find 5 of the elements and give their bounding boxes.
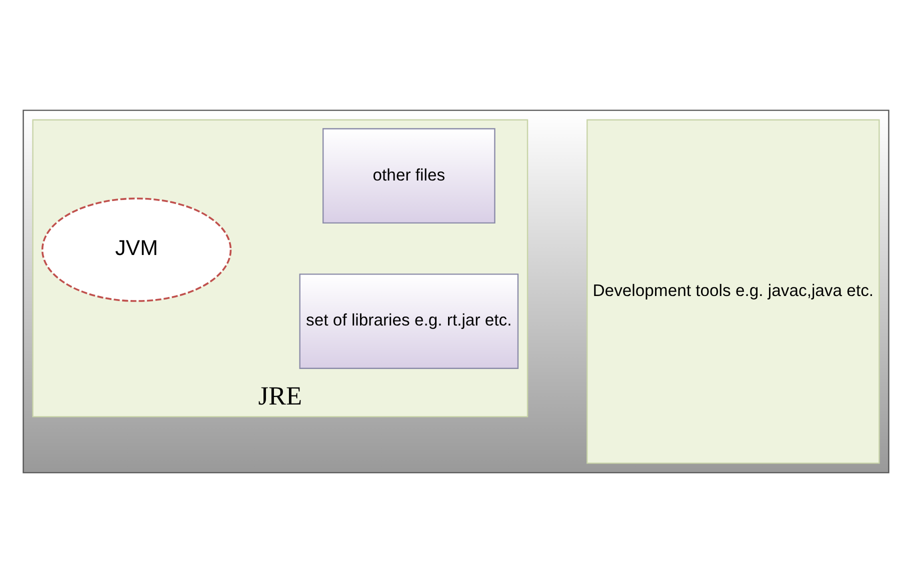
node-box: other files	[322, 128, 496, 224]
node-ellipse: JVM	[41, 197, 232, 302]
node-box: set of libraries e.g. rt.jar etc.	[299, 273, 519, 368]
node-box: Development tools e.g. javac,java etc.	[586, 118, 880, 464]
cluster	[22, 109, 890, 473]
